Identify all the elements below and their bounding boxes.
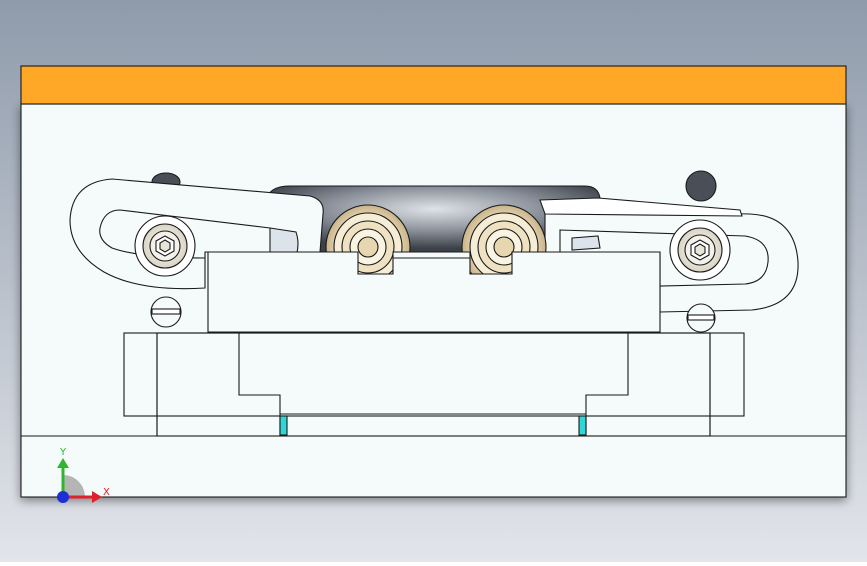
right-link-top-strip [539,197,743,217]
top-plate[interactable] [20,65,847,105]
triad-y-label: Y [59,447,67,458]
triad-x-label: X [103,487,110,498]
lower-frame[interactable] [123,332,745,417]
left-bearing[interactable] [325,204,411,290]
triad-x-arrow [92,491,102,503]
triad-z-axis [57,491,69,503]
slide-block[interactable] [207,251,661,333]
assembly[interactable] [20,65,847,498]
triad-y-arrow [57,458,69,468]
right-pivot-screw[interactable] [669,219,731,281]
view-triad[interactable]: Y X [57,447,110,503]
right-clip [571,235,601,251]
dowel-hole-right [685,170,717,202]
triad-plane-shade [63,475,85,497]
right-cyan-insert [578,415,587,436]
left-slotted-screw[interactable] [150,296,182,328]
center-channel [238,333,629,437]
left-pivot-screw[interactable] [134,215,196,277]
right-slotted-screw[interactable] [686,303,716,333]
left-cyan-insert [279,415,288,436]
